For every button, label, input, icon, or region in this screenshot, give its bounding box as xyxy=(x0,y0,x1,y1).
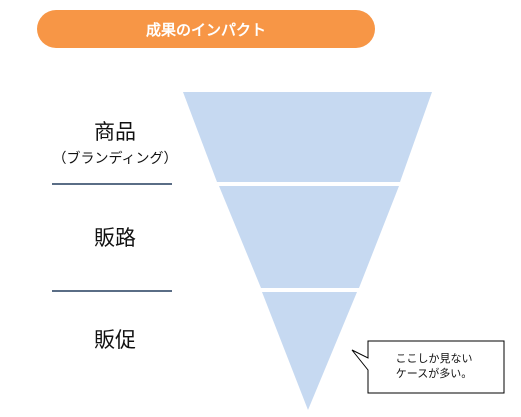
tier-label-promotion: 販促 xyxy=(94,328,136,352)
funnel-tier-product xyxy=(183,92,432,182)
header-pill: 成果のインパクト xyxy=(37,10,375,48)
tier-label-product: 商品 xyxy=(94,120,136,144)
funnel-tier-channel xyxy=(219,186,399,288)
funnel-tier-promotion xyxy=(262,292,357,410)
tier-sublabel-product: （ブランディング） xyxy=(52,151,178,167)
tier-label-channel: 販路 xyxy=(94,226,136,250)
callout-text: ここしか見ない ケースが多い。 xyxy=(376,351,492,381)
callout-line-1: ここしか見ない xyxy=(395,352,473,365)
callout-line-2: ケースが多い。 xyxy=(395,367,473,380)
divider-2 xyxy=(52,290,172,292)
divider-1 xyxy=(52,183,172,185)
callout-box xyxy=(351,340,505,394)
header-title: 成果のインパクト xyxy=(145,20,266,39)
